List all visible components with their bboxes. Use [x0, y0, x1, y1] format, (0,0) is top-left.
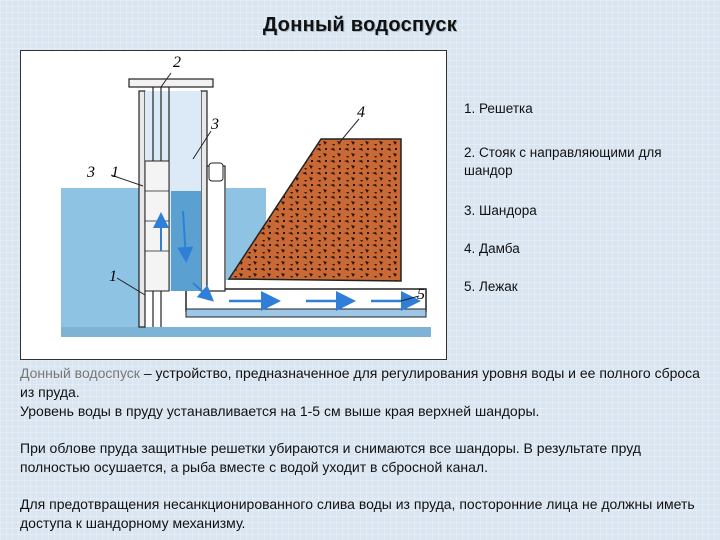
callout-4: 4 — [357, 104, 365, 121]
callout-5: 5 — [417, 286, 425, 303]
riser-water — [171, 191, 201, 291]
page-title: Донный водоспуск — [262, 14, 458, 36]
legend-item-1: 1. Решетка — [464, 101, 533, 116]
definition-text: – устройство, предназначенное для регули… — [20, 365, 700, 400]
harvest-paragraph: При облове пруда защитные решетки убираю… — [20, 440, 641, 475]
shandora-stack — [144, 160, 170, 292]
pond-water — [61, 188, 139, 328]
flow-arrow-down — [177, 210, 194, 263]
callout-1-bottom: 1 — [109, 268, 117, 285]
riser-top-bar — [128, 78, 214, 88]
callout-3-left: 3 — [86, 164, 95, 181]
legend-item-5: 5. Лежак — [464, 279, 518, 294]
bottom-outlet-diagram: 2 3 3 1 4 5 1 — [20, 50, 447, 360]
term-link: Донный водоспуск — [20, 365, 140, 381]
pipe-base — [185, 308, 427, 318]
callout-2: 2 — [173, 54, 181, 71]
diagram-svg: 2 3 3 1 4 5 1 — [61, 54, 431, 337]
legend-item-2: 2. Стояк с направляющими для шандор — [464, 145, 662, 178]
ground-bed — [61, 327, 431, 337]
grating-post — [206, 165, 226, 292]
callout-3-top: 3 — [210, 116, 219, 133]
callout-1-left: 1 — [111, 164, 119, 181]
legend-item-4: 4. Дамба — [464, 241, 520, 256]
description: Донный водоспуск – устройство, предназна… — [20, 364, 710, 533]
riser-right-wall — [200, 90, 208, 292]
legend-item-3: 3. Шандора — [464, 203, 537, 218]
dam — [227, 138, 402, 282]
water-level-paragraph: Уровень воды в пруду устанавливается на … — [20, 403, 540, 419]
definition-paragraph: Донный водоспуск – устройство, предназна… — [20, 364, 710, 402]
access-paragraph: Для предотвращения несанкционированного … — [20, 496, 695, 531]
